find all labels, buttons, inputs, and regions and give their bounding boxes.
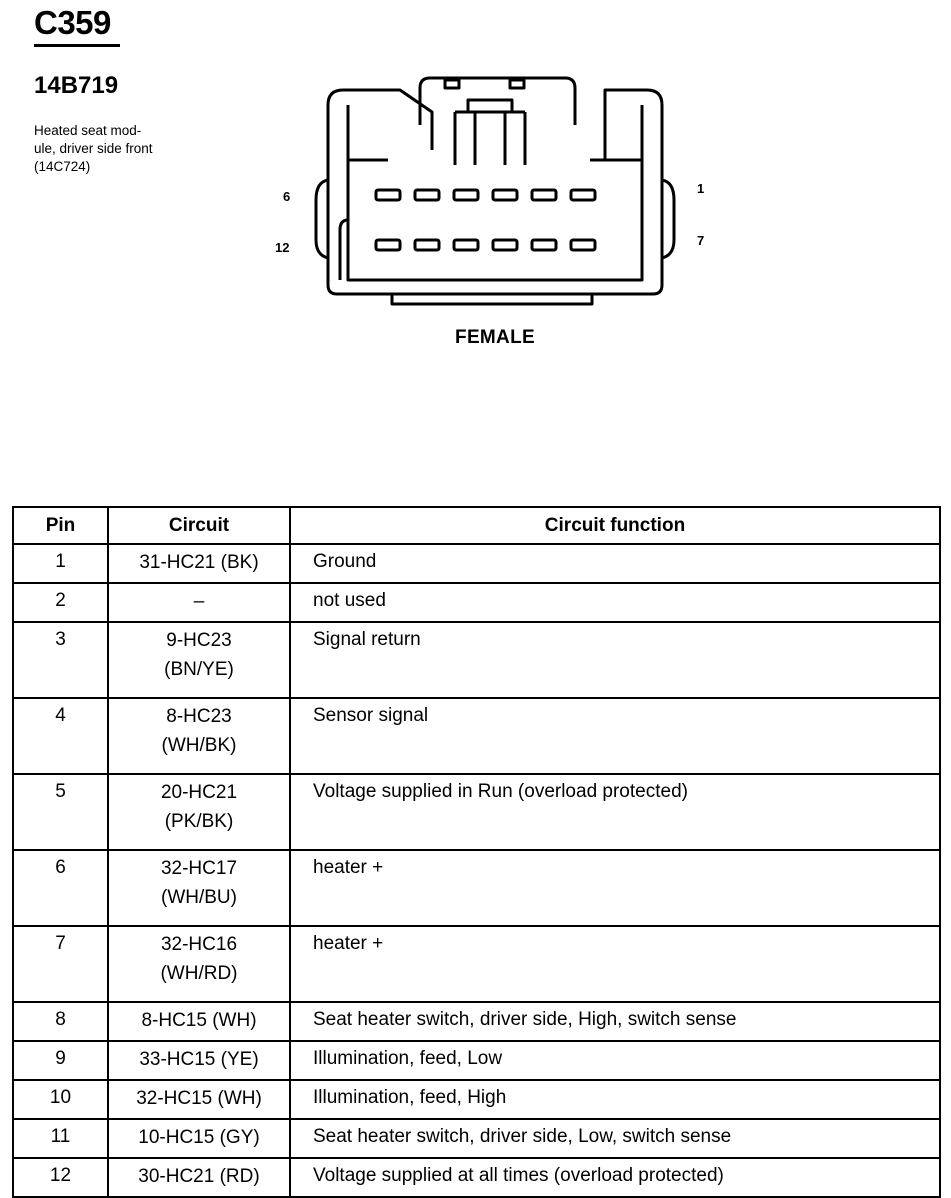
table-header-row: Pin Circuit Circuit function [12, 506, 941, 545]
circuit-cell: 8-HC15 (WH) [107, 1001, 291, 1042]
pin-cavity [530, 238, 558, 252]
left-latch [326, 88, 434, 150]
right-latch [603, 88, 664, 160]
header-circuit: Circuit [107, 506, 291, 545]
pin-cell: 7 [12, 925, 109, 1003]
connector-description: Heated seat mod-ule, driver side front(1… [34, 123, 153, 174]
pin-label-7: 7 [697, 233, 705, 248]
pin-cavity [413, 238, 441, 252]
pin-cavity [374, 188, 402, 202]
pin-cell: 10 [12, 1079, 109, 1120]
pin-cavity [452, 188, 480, 202]
circuit-cell: 32-HC16(WH/RD) [107, 925, 291, 1003]
pin-cell: 12 [12, 1157, 109, 1198]
function-cell: Ground [289, 543, 941, 584]
circuit-cell: 33-HC15 (YE) [107, 1040, 291, 1081]
circuit-cell: 8-HC23(WH/BK) [107, 697, 291, 775]
pin-cell: 6 [12, 849, 109, 927]
circuit-cell: 31-HC21 (BK) [107, 543, 291, 584]
pin-cell: 9 [12, 1040, 109, 1081]
bottom-rail [390, 294, 594, 306]
table-row: 2–not used [12, 582, 941, 623]
lock-tab [418, 76, 577, 125]
header-circuit-function: Circuit function [289, 506, 941, 545]
pin-cell: 2 [12, 582, 109, 623]
circuit-cell: 20-HC21(PK/BK) [107, 773, 291, 851]
circuit-cell: 32-HC17(WH/BU) [107, 849, 291, 927]
pin-cavity [413, 188, 441, 202]
pin-cell: 11 [12, 1118, 109, 1159]
left-key [314, 178, 329, 260]
circuit-cell: 30-HC21 (RD) [107, 1157, 291, 1198]
pin-cavity [569, 238, 597, 252]
function-cell: heater + [289, 849, 941, 927]
pin-cavities [374, 188, 597, 252]
function-cell: Signal return [289, 621, 941, 699]
connector-id: C359 [34, 4, 111, 41]
function-cell: heater + [289, 925, 941, 1003]
circuit-cell: – [107, 582, 291, 623]
pin-cell: 4 [12, 697, 109, 775]
connector-id-underline [34, 44, 120, 47]
pin-cavity [374, 238, 402, 252]
function-cell: Illumination, feed, High [289, 1079, 941, 1120]
part-number: 14B719 [34, 72, 119, 99]
function-cell: Voltage supplied at all times (overload … [289, 1157, 941, 1198]
connector-face-diagram [314, 76, 676, 306]
circuit-cell: 9-HC23(BN/YE) [107, 621, 291, 699]
pin-cell: 5 [12, 773, 109, 851]
pin-cell: 3 [12, 621, 109, 699]
function-cell: not used [289, 582, 941, 623]
pin-cavity [491, 238, 519, 252]
function-cell: Seat heater switch, driver side, Low, sw… [289, 1118, 941, 1159]
circuit-cell: 10-HC15 (GY) [107, 1118, 291, 1159]
pin-label-12: 12 [275, 240, 290, 255]
pin-cavity [491, 188, 519, 202]
pin-label-6: 6 [283, 189, 291, 204]
pin-label-1: 1 [697, 181, 705, 196]
function-cell: Sensor signal [289, 697, 941, 775]
header-pin: Pin [12, 506, 109, 545]
right-key [661, 178, 676, 260]
pin-cavity [452, 238, 480, 252]
pin-cell: 8 [12, 1001, 109, 1042]
pin-cavity [530, 188, 558, 202]
circuit-cell: 32-HC15 (WH) [107, 1079, 291, 1120]
connector-gender-label: FEMALE [455, 327, 535, 348]
function-cell: Seat heater switch, driver side, High, s… [289, 1001, 941, 1042]
housing-outline [326, 130, 664, 296]
function-cell: Illumination, feed, Low [289, 1040, 941, 1081]
pin-cavity [569, 188, 597, 202]
function-cell: Voltage supplied in Run (overload protec… [289, 773, 941, 851]
pin-cell: 1 [12, 543, 109, 584]
